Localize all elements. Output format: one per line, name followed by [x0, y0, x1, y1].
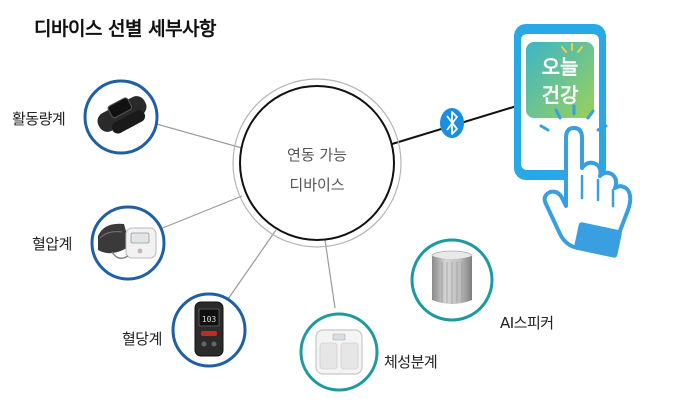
app-icon [526, 42, 594, 118]
svg-text:103: 103 [202, 315, 217, 324]
tap-rays-icon [539, 104, 608, 132]
device-scale [299, 312, 379, 392]
bluetooth-icon [440, 108, 464, 138]
fitness-band-icon [97, 96, 147, 134]
label-bp: 혈압계 [32, 235, 72, 253]
hub-label-line1: 연동 가능 [287, 146, 347, 164]
label-glucose: 혈당계 [122, 330, 162, 348]
label-scale: 체성분계 [384, 353, 438, 371]
label-speaker: AI스피커 [500, 314, 554, 332]
app-label-line2: 건강 [542, 83, 579, 107]
device-speaker [410, 238, 494, 322]
hub-circle: 연동 가능 디바이스 [232, 78, 402, 248]
app-label-line1: 오늘 [542, 55, 579, 79]
device-glucose: 103 [171, 292, 247, 368]
hub-label-line2: 디바이스 [289, 176, 344, 194]
ai-speaker-icon [431, 250, 473, 304]
sparkle-icon [561, 43, 583, 53]
smartphone: 오늘 건강 [514, 24, 606, 180]
label-activity: 활동량계 [12, 110, 66, 128]
blood-pressure-monitor-icon [98, 223, 157, 259]
glucose-meter-icon: 103 [194, 301, 224, 357]
connector-scale [324, 239, 336, 309]
page-title: 디바이스 선별 세부사항 [34, 18, 217, 40]
device-bp [90, 205, 166, 281]
pointing-hand-icon [542, 126, 633, 258]
device-activity [83, 79, 159, 155]
body-composition-scale-icon [315, 329, 363, 375]
